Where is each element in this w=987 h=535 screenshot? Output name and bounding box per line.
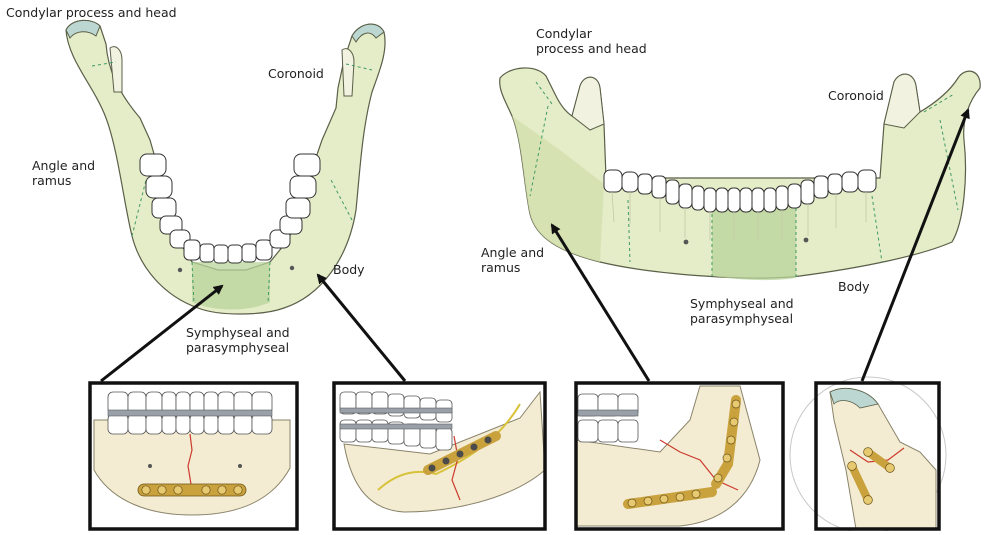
inset-panel-condylar bbox=[790, 377, 946, 531]
panel1-mental-foramen-left bbox=[148, 464, 152, 468]
inset-panel-angle bbox=[576, 383, 783, 529]
panel3-arch-bar bbox=[578, 410, 638, 416]
label-body-right: Body bbox=[838, 279, 870, 294]
label-condylar-right: Condylar process and head bbox=[536, 26, 647, 56]
right-mental-foramen-side bbox=[804, 238, 809, 243]
arrow-to-body bbox=[318, 275, 405, 381]
label-coronoid-left: Coronoid bbox=[268, 66, 324, 81]
panel2-arch-bar-upper bbox=[340, 408, 452, 413]
right-coronoid-top bbox=[342, 49, 354, 96]
panel1-mental-foramen-right bbox=[238, 464, 242, 468]
label-angle-left: Angle and ramus bbox=[32, 158, 95, 188]
label-angle-right: Angle and ramus bbox=[481, 245, 544, 275]
left-mental-foramen-side bbox=[684, 240, 689, 245]
mandible-side-view bbox=[500, 68, 980, 280]
label-symphyseal-right: Symphyseal and parasymphyseal bbox=[690, 296, 794, 326]
label-symphyseal-left: Symphyseal and parasymphyseal bbox=[186, 325, 290, 355]
left-mental-foramen-top bbox=[178, 268, 182, 272]
inset-panel-body bbox=[334, 383, 545, 529]
label-condylar-left: Condylar process and head bbox=[6, 5, 177, 20]
label-body-left: Body bbox=[333, 262, 365, 277]
inset-panel-symphyseal bbox=[90, 383, 297, 529]
panel1-arch-bar bbox=[108, 410, 272, 416]
right-mental-foramen-top bbox=[290, 266, 294, 270]
symphyseal-region-top bbox=[192, 262, 270, 310]
panel1-plate bbox=[138, 484, 246, 496]
label-coronoid-right: Coronoid bbox=[828, 88, 884, 103]
panel2-arch-bar-lower bbox=[340, 424, 452, 429]
